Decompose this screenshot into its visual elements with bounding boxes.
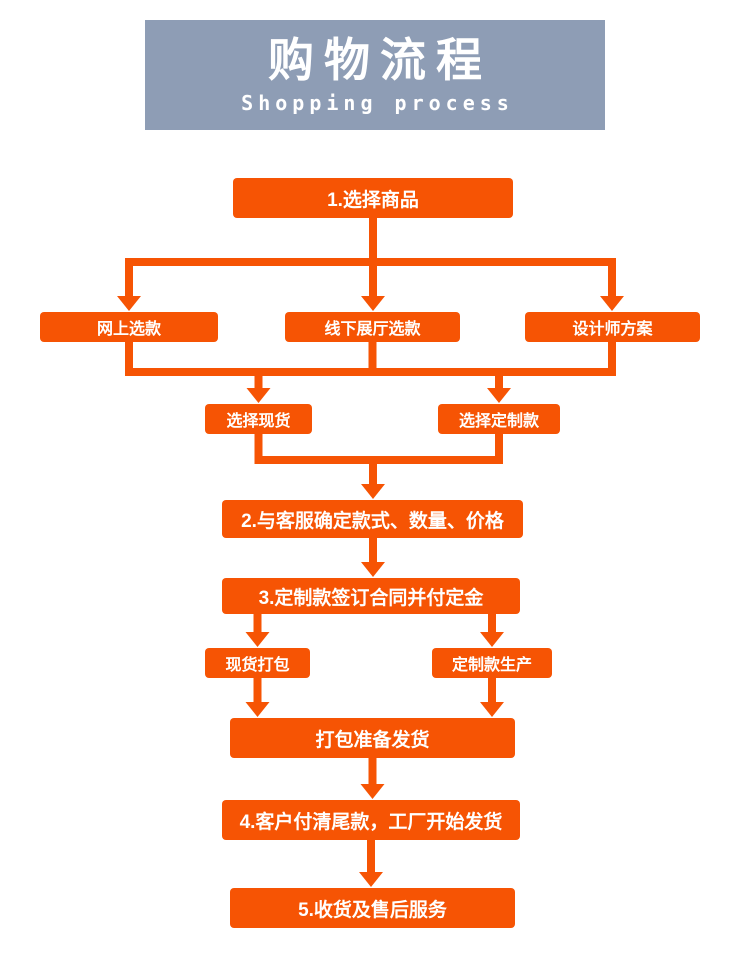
step-select-product: 1.选择商品 <box>233 178 513 218</box>
step-pack-ready-ship: 打包准备发货 <box>230 718 515 758</box>
page-title: 购物流程 <box>268 33 492 86</box>
step-confirm-details: 2.与客服确定款式、数量、价格 <box>222 500 523 538</box>
step-pay-balance-ship: 4.客户付清尾款，工厂开始发货 <box>222 800 520 840</box>
path-custom-production: 定制款生产 <box>432 648 552 678</box>
choice-custom: 选择定制款 <box>438 404 560 434</box>
page-subtitle: Shopping process <box>241 91 514 116</box>
choice-in-stock: 选择现货 <box>205 404 312 434</box>
path-stock-packing: 现货打包 <box>205 648 310 678</box>
header-banner: 购物流程 Shopping process <box>145 20 605 130</box>
branch-designer-plan: 设计师方案 <box>525 312 700 342</box>
branch-online-selection: 网上选款 <box>40 312 218 342</box>
step-sign-contract: 3.定制款签订合同并付定金 <box>222 578 520 614</box>
branch-showroom-selection: 线下展厅选款 <box>285 312 460 342</box>
step-receive-aftersale: 5.收货及售后服务 <box>230 888 515 928</box>
